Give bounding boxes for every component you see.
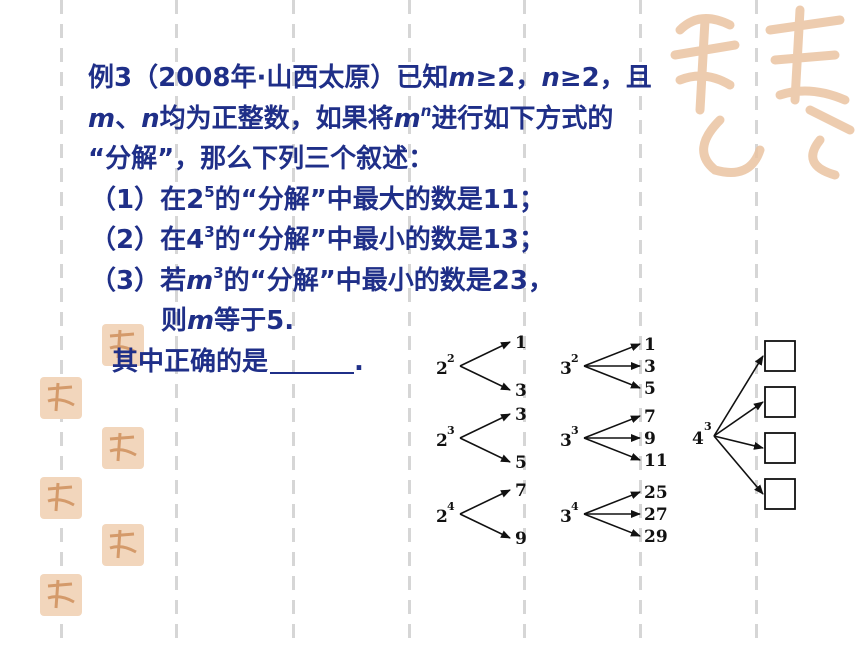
power-base: 3	[560, 507, 572, 527]
power-base: 2	[436, 507, 448, 527]
dashed-guide-line	[175, 0, 178, 645]
decomposition-arrow	[459, 489, 511, 515]
seal-small-icon	[102, 324, 144, 366]
power-exponent: 3	[447, 424, 455, 437]
seal-small-icon	[40, 377, 82, 419]
statement-1: （1）在25的“分解”中最大的数是11；	[90, 182, 545, 215]
statement-2: （2）在43的“分解”中最小的数是13；	[90, 223, 545, 256]
decomposition-result: 5	[515, 453, 527, 473]
decomposition-arrow	[713, 401, 764, 437]
decomposition-arrow	[459, 365, 511, 391]
decomposition-result: 25	[644, 483, 668, 503]
decomposition-arrow	[583, 437, 641, 461]
power-exponent: 4	[571, 500, 579, 513]
decomposition-result: 3	[515, 381, 527, 401]
decomposition-result: 3	[644, 357, 656, 377]
decomposition-result: 11	[644, 451, 668, 471]
decomposition-arrow	[459, 437, 511, 463]
power-base: 3	[560, 359, 572, 379]
decomposition-arrow	[583, 415, 641, 439]
seal-small-icon	[102, 524, 144, 566]
dashed-guide-line	[755, 0, 758, 645]
decomposition-arrow	[459, 341, 511, 367]
decomposition-result: 7	[644, 407, 656, 427]
seal-small-icon	[40, 477, 82, 519]
answer-box	[764, 432, 796, 464]
answer-box	[764, 386, 796, 418]
decomposition-result: 1	[644, 335, 656, 355]
decomposition-result: 1	[515, 333, 527, 353]
answer-box	[764, 340, 796, 372]
answer-blank	[270, 346, 355, 374]
decomposition-result: 27	[644, 505, 668, 525]
decomposition-arrow	[583, 491, 641, 515]
question-line: 其中正确的是.	[112, 346, 364, 377]
decomposition-arrow	[583, 343, 641, 367]
power-exponent: 2	[447, 352, 455, 365]
decomposition-arrow	[583, 513, 641, 537]
power-exponent: 3	[571, 424, 579, 437]
dashed-guide-line	[639, 0, 642, 645]
problem-line-3: “分解”，那么下列三个叙述：	[88, 144, 435, 174]
dashed-guide-line	[408, 0, 411, 645]
statement-3: （3）若m3的“分解”中最小的数是23，	[90, 263, 554, 296]
statement-3-continued: 则m等于5.	[161, 306, 295, 336]
decomposition-arrow	[713, 435, 764, 450]
power-base: 2	[436, 359, 448, 379]
decomposition-result: 9	[644, 429, 656, 449]
decomposition-result: 9	[515, 529, 527, 549]
decomposition-result: 3	[515, 405, 527, 425]
dashed-guide-line	[60, 0, 63, 645]
decomposition-result: 5	[644, 379, 656, 399]
decomposition-result: 29	[644, 527, 668, 547]
decomposition-arrow	[713, 435, 764, 495]
problem-text: 例3（2008年·山西太原）已知m≥2，n≥2，且 m、n均为正整数，如果将mn…	[88, 58, 652, 382]
power-base: 3	[560, 431, 572, 451]
problem-line-1: 例3（2008年·山西太原）已知m≥2，n≥2，且	[88, 63, 652, 93]
dashed-guide-line	[292, 0, 295, 645]
decomposition-arrow	[459, 413, 511, 439]
power-base: 2	[436, 431, 448, 451]
problem-line-2: m、n均为正整数，如果将mn进行如下方式的	[88, 101, 614, 134]
answer-box	[764, 478, 796, 510]
target-power-exponent: 3	[704, 420, 712, 433]
decomposition-arrow	[713, 355, 764, 437]
decomposition-arrow	[583, 365, 641, 389]
seal-small-icon	[40, 574, 82, 616]
power-exponent: 4	[447, 500, 455, 513]
decomposition-result: 7	[515, 481, 527, 501]
seal-small-icon	[102, 427, 144, 469]
dashed-guide-line	[523, 0, 526, 645]
calligraphy-seal-large-icon	[670, 5, 855, 180]
power-exponent: 2	[571, 352, 579, 365]
decomposition-arrow	[459, 513, 511, 539]
target-power-base: 4	[692, 429, 704, 449]
